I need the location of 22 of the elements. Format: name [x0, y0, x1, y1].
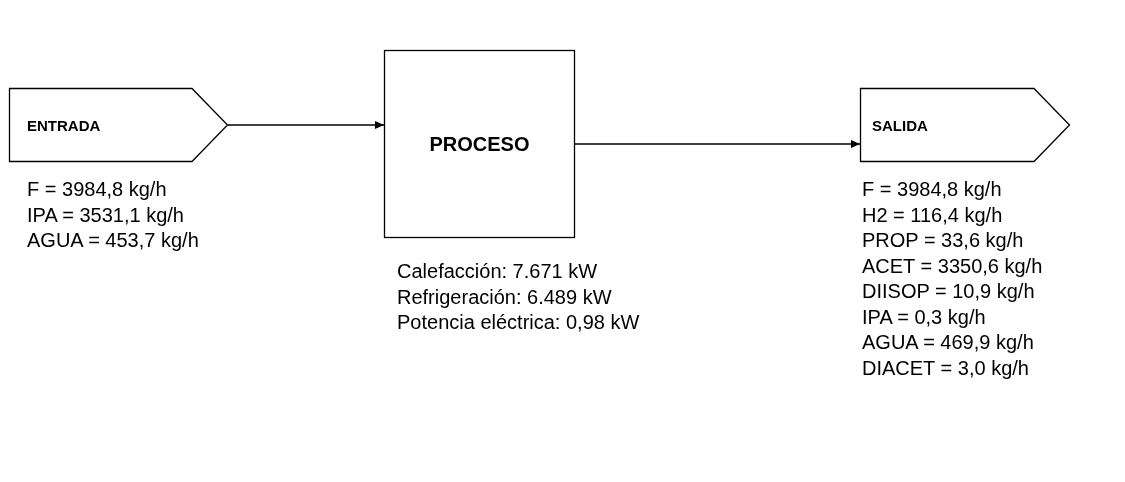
flow-value-text: PROP = 33,6 kg/h	[862, 228, 1025, 253]
arrow	[227, 121, 385, 129]
flow-value-text: Calefacción: 7.671 kW	[397, 259, 599, 284]
flow-value-text: IPA = 3531,1 kg/h	[27, 202, 185, 228]
flow-value-text: DIISOP = 10,9 kg/h	[862, 279, 1036, 304]
flow-value-text: Refrigeración: 6.489 kW	[397, 284, 613, 310]
flow-value-text: AGUA = 469,9 kg/h	[862, 330, 1035, 355]
flow-value-text: IPA = 0,3 kg/h	[862, 304, 987, 330]
flow-value-text: F = 3984,8 kg/h	[27, 177, 168, 202]
node-label: ENTRADA	[27, 116, 101, 134]
process-box	[384, 50, 575, 238]
flow-value-text: H2 = 116,4 kg/h	[862, 202, 1004, 228]
node-label: SALIDA	[872, 116, 928, 134]
flow-value-text: ACET = 3350,6 kg/h	[862, 253, 1043, 279]
arrow	[574, 140, 861, 148]
stream-pentagon	[9, 88, 228, 162]
flow-value-text: AGUA = 453,7 kg/h	[27, 228, 199, 253]
node-label: PROCESO	[429, 132, 530, 156]
stream-pentagon	[860, 88, 1070, 162]
flow-value-text: Potencia eléctrica: 0,98 kW	[397, 310, 640, 335]
flow-value-text: F = 3984,8 kg/h	[862, 177, 1003, 202]
flow-value-text: DIACET = 3,0 kg/h	[862, 355, 1030, 381]
